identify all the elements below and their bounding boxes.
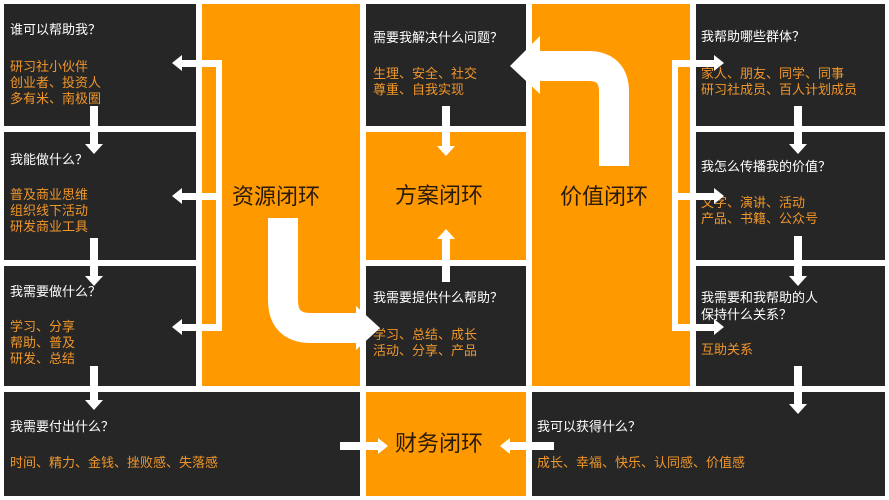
left-cell-1: 谁可以帮助我？ 研习社小伙伴 创业者、投资人 多有米、南极圈 [4,4,196,126]
right-answer-2: 文字、演讲、活动 产品、书籍、公众号 [701,196,819,227]
finance-left-stem [340,442,380,450]
right-question-2: 我怎么传播我的价值？ [701,160,832,175]
right-question-3: 我需要和我帮助的人 保持什么关系？ [701,291,819,323]
bottom-left-answer: 时间、精力、金钱、挫败感、失落感 [10,456,219,471]
right-bracket-h3 [672,324,716,331]
left-bracket-h1 [182,60,222,67]
arrow-down-icon [789,144,807,154]
bottom-right-answer: 成长、幸福、快乐、认同感、价值感 [537,456,746,471]
left-down-stem-2 [90,238,98,278]
right-down-stem-3 [794,366,802,406]
arrow-down-icon [437,146,455,156]
bottom-left-question: 我需要付出什么？ [10,420,115,435]
left-answer-1: 研习社小伙伴 创业者、投资人 多有米、南极圈 [10,60,102,107]
right-bracket-h1 [672,60,716,67]
left-bracket-h3 [182,324,222,331]
left-question-1: 谁可以帮助我？ [10,23,102,38]
arrow-down-icon [85,400,103,410]
right-question-1: 我帮助哪些群体？ [701,30,806,45]
right-answer-1: 家人、朋友、同学、同事 研习社成员、百人计划成员 [701,67,858,98]
left-cell-2: 我能做什么？ 普及商业思维 组织线下活动 研发商业工具 [4,132,196,260]
right-answer-3: 互助关系 [701,343,754,358]
center-cell-bottom: 我需要提供什么帮助？ 学习、总结、成长 活动、分享、产品 [366,266,526,386]
bottom-right-question: 我可以获得什么？ [537,420,642,435]
value-loop-title: 价值闭环 [560,185,649,210]
center-question-top: 需要我解决什么问题？ [373,31,504,46]
right-cell-1: 我帮助哪些群体？ 家人、朋友、同学、同事 研习社成员、百人计划成员 [696,4,885,126]
right-cell-3: 我需要和我帮助的人 保持什么关系？ 互助关系 [696,266,885,386]
finance-right-stem [510,442,554,450]
right-bracket-h2 [672,193,716,200]
center-up-stem [442,238,450,282]
left-bracket-h2 [182,193,222,200]
arrow-down-icon [85,144,103,154]
center-answer-bottom: 学习、总结、成长 活动、分享、产品 [373,328,478,359]
left-question-2: 我能做什么？ [10,153,89,168]
arrow-right-icon [714,55,724,71]
arrow-up-icon [437,229,455,239]
arrow-down-icon [85,276,103,286]
left-question-3: 我需要做什么？ [10,285,102,300]
bottom-right-cell: 我可以获得什么？ 成长、幸福、快乐、认同感、价值感 [532,392,885,496]
left-down-stem-3 [90,366,98,402]
left-down-stem-1 [90,106,98,146]
arrow-left-icon [172,55,182,71]
arrow-right-icon [714,319,724,335]
finance-loop-panel: 财务闭环 [366,392,526,496]
resource-loop-title: 资源闭环 [232,185,321,210]
left-cell-3: 我需要做什么？ 学习、分享 帮助、普及 研发、总结 [4,266,196,386]
arrow-left-icon [172,319,182,335]
right-down-stem-1 [794,106,802,146]
arrow-right-icon [714,188,724,204]
arrow-left-icon [500,438,510,454]
arrow-left-icon [172,188,182,204]
right-down-stem-2 [794,236,802,278]
bottom-left-cell: 我需要付出什么？ 时间、精力、金钱、挫败感、失落感 [4,392,360,496]
center-down-stem [442,106,450,148]
arrow-down-icon [789,276,807,286]
left-answer-2: 普及商业思维 组织线下活动 研发商业工具 [10,188,89,235]
center-cell-top: 需要我解决什么问题？ 生理、安全、社交 尊重、自我实现 [366,4,526,126]
finance-loop-title: 财务闭环 [395,432,484,457]
center-question-bottom: 我需要提供什么帮助？ [373,291,504,306]
center-answer-top: 生理、安全、社交 尊重、自我实现 [373,67,478,98]
solution-loop-title: 方案闭环 [395,184,484,209]
arrow-down-icon [789,404,807,414]
arrow-right-icon [378,438,388,454]
left-answer-3: 学习、分享 帮助、普及 研发、总结 [10,320,76,367]
